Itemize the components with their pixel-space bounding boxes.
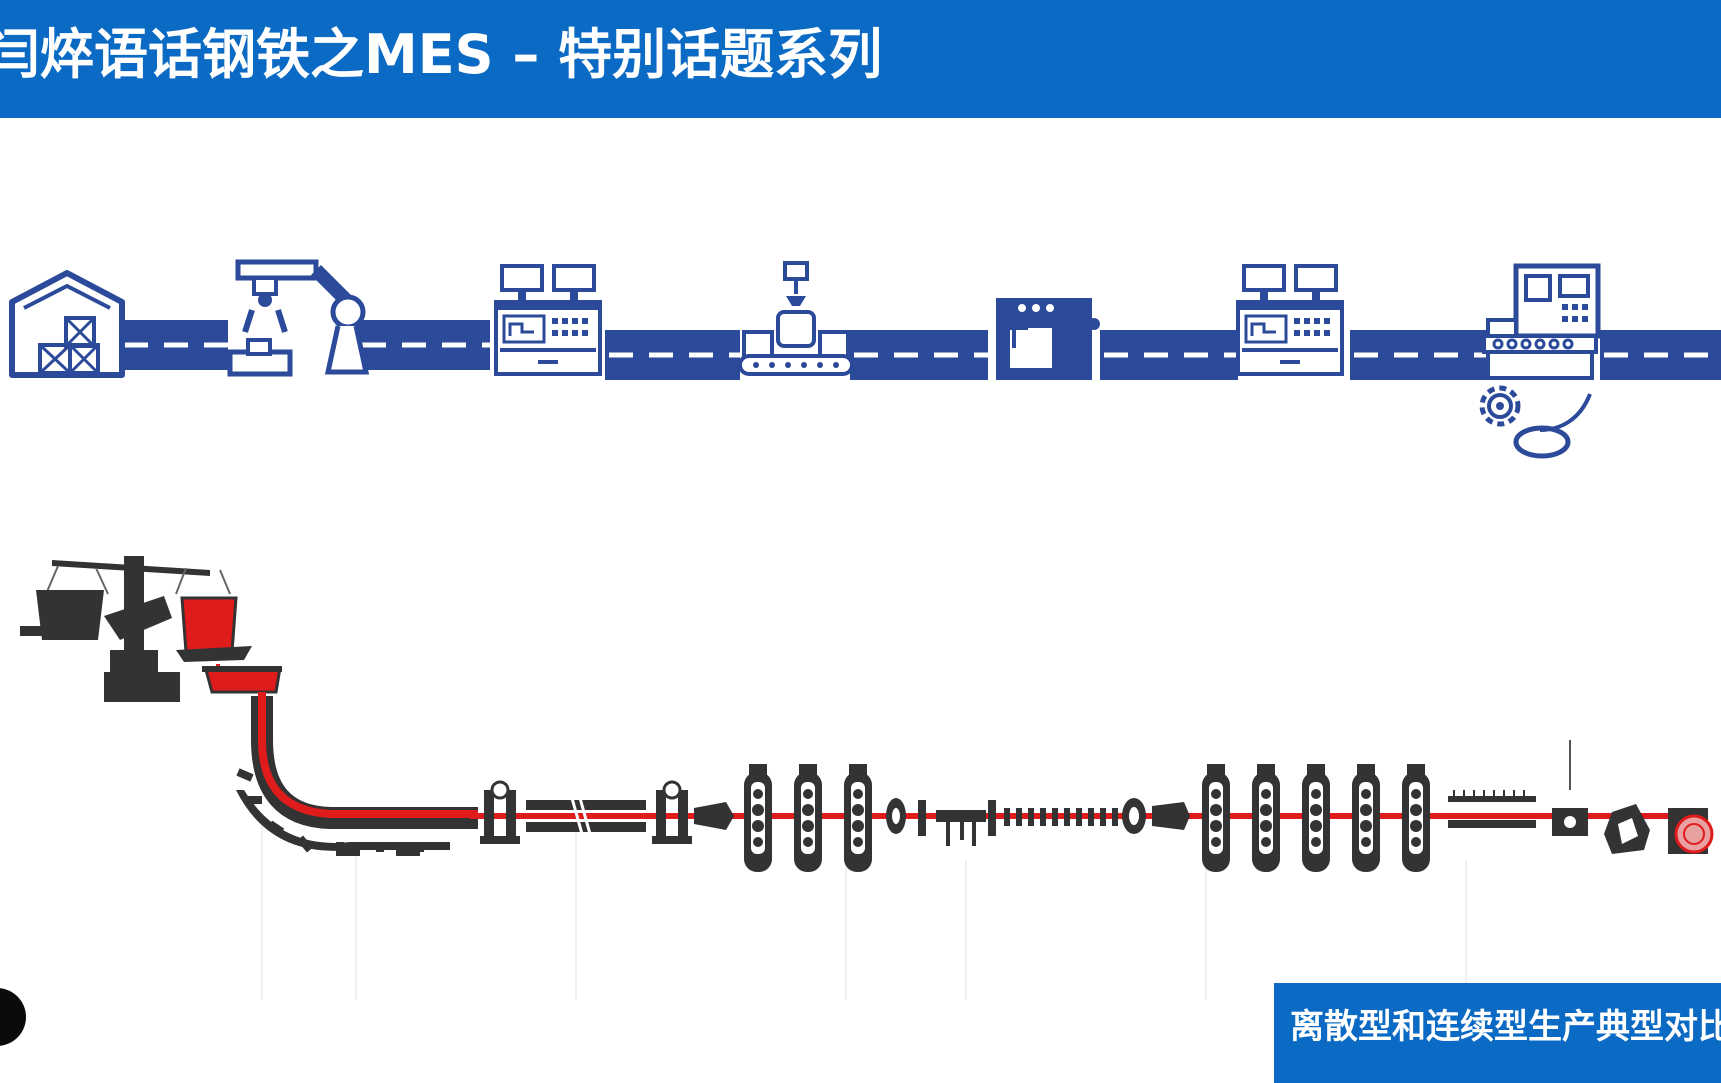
page-title: 闫焠语话钢铁之MES – 特别话题系列 (0, 23, 883, 86)
caption-text: 离散型和连续型生产典型对比 (1290, 1007, 1721, 1047)
shear-icon (480, 780, 520, 844)
discrete-road (118, 320, 1721, 380)
cooling-table-icon (1448, 740, 1571, 828)
tundish-icon (202, 664, 282, 694)
coiler-icon (1552, 804, 1714, 854)
warehouse-icon (9, 270, 125, 378)
title-bar: 闫焠语话钢铁之MES – 特别话题系列 (0, 0, 1721, 118)
ladle-turret-icon (20, 556, 252, 702)
continuous-caster-icon (236, 692, 478, 856)
cnc-machine-icon (996, 298, 1100, 380)
gear-icon (1479, 385, 1521, 427)
packaging-machine-icon (1482, 263, 1601, 380)
control-panel-icon (492, 264, 604, 376)
furnace-icon (526, 797, 646, 835)
robot-arm-icon (227, 259, 370, 377)
caption-banner: 离散型和连续型生产典型对比 (1274, 983, 1721, 1083)
control-panel-icon (1234, 264, 1346, 376)
roughing-mill-icon (744, 764, 872, 872)
roller-table-icon (1004, 798, 1190, 834)
assembly-station-icon (738, 261, 854, 376)
cable-coil-icon (1513, 393, 1592, 459)
edger-icon (886, 798, 996, 846)
shear-icon (652, 780, 734, 844)
